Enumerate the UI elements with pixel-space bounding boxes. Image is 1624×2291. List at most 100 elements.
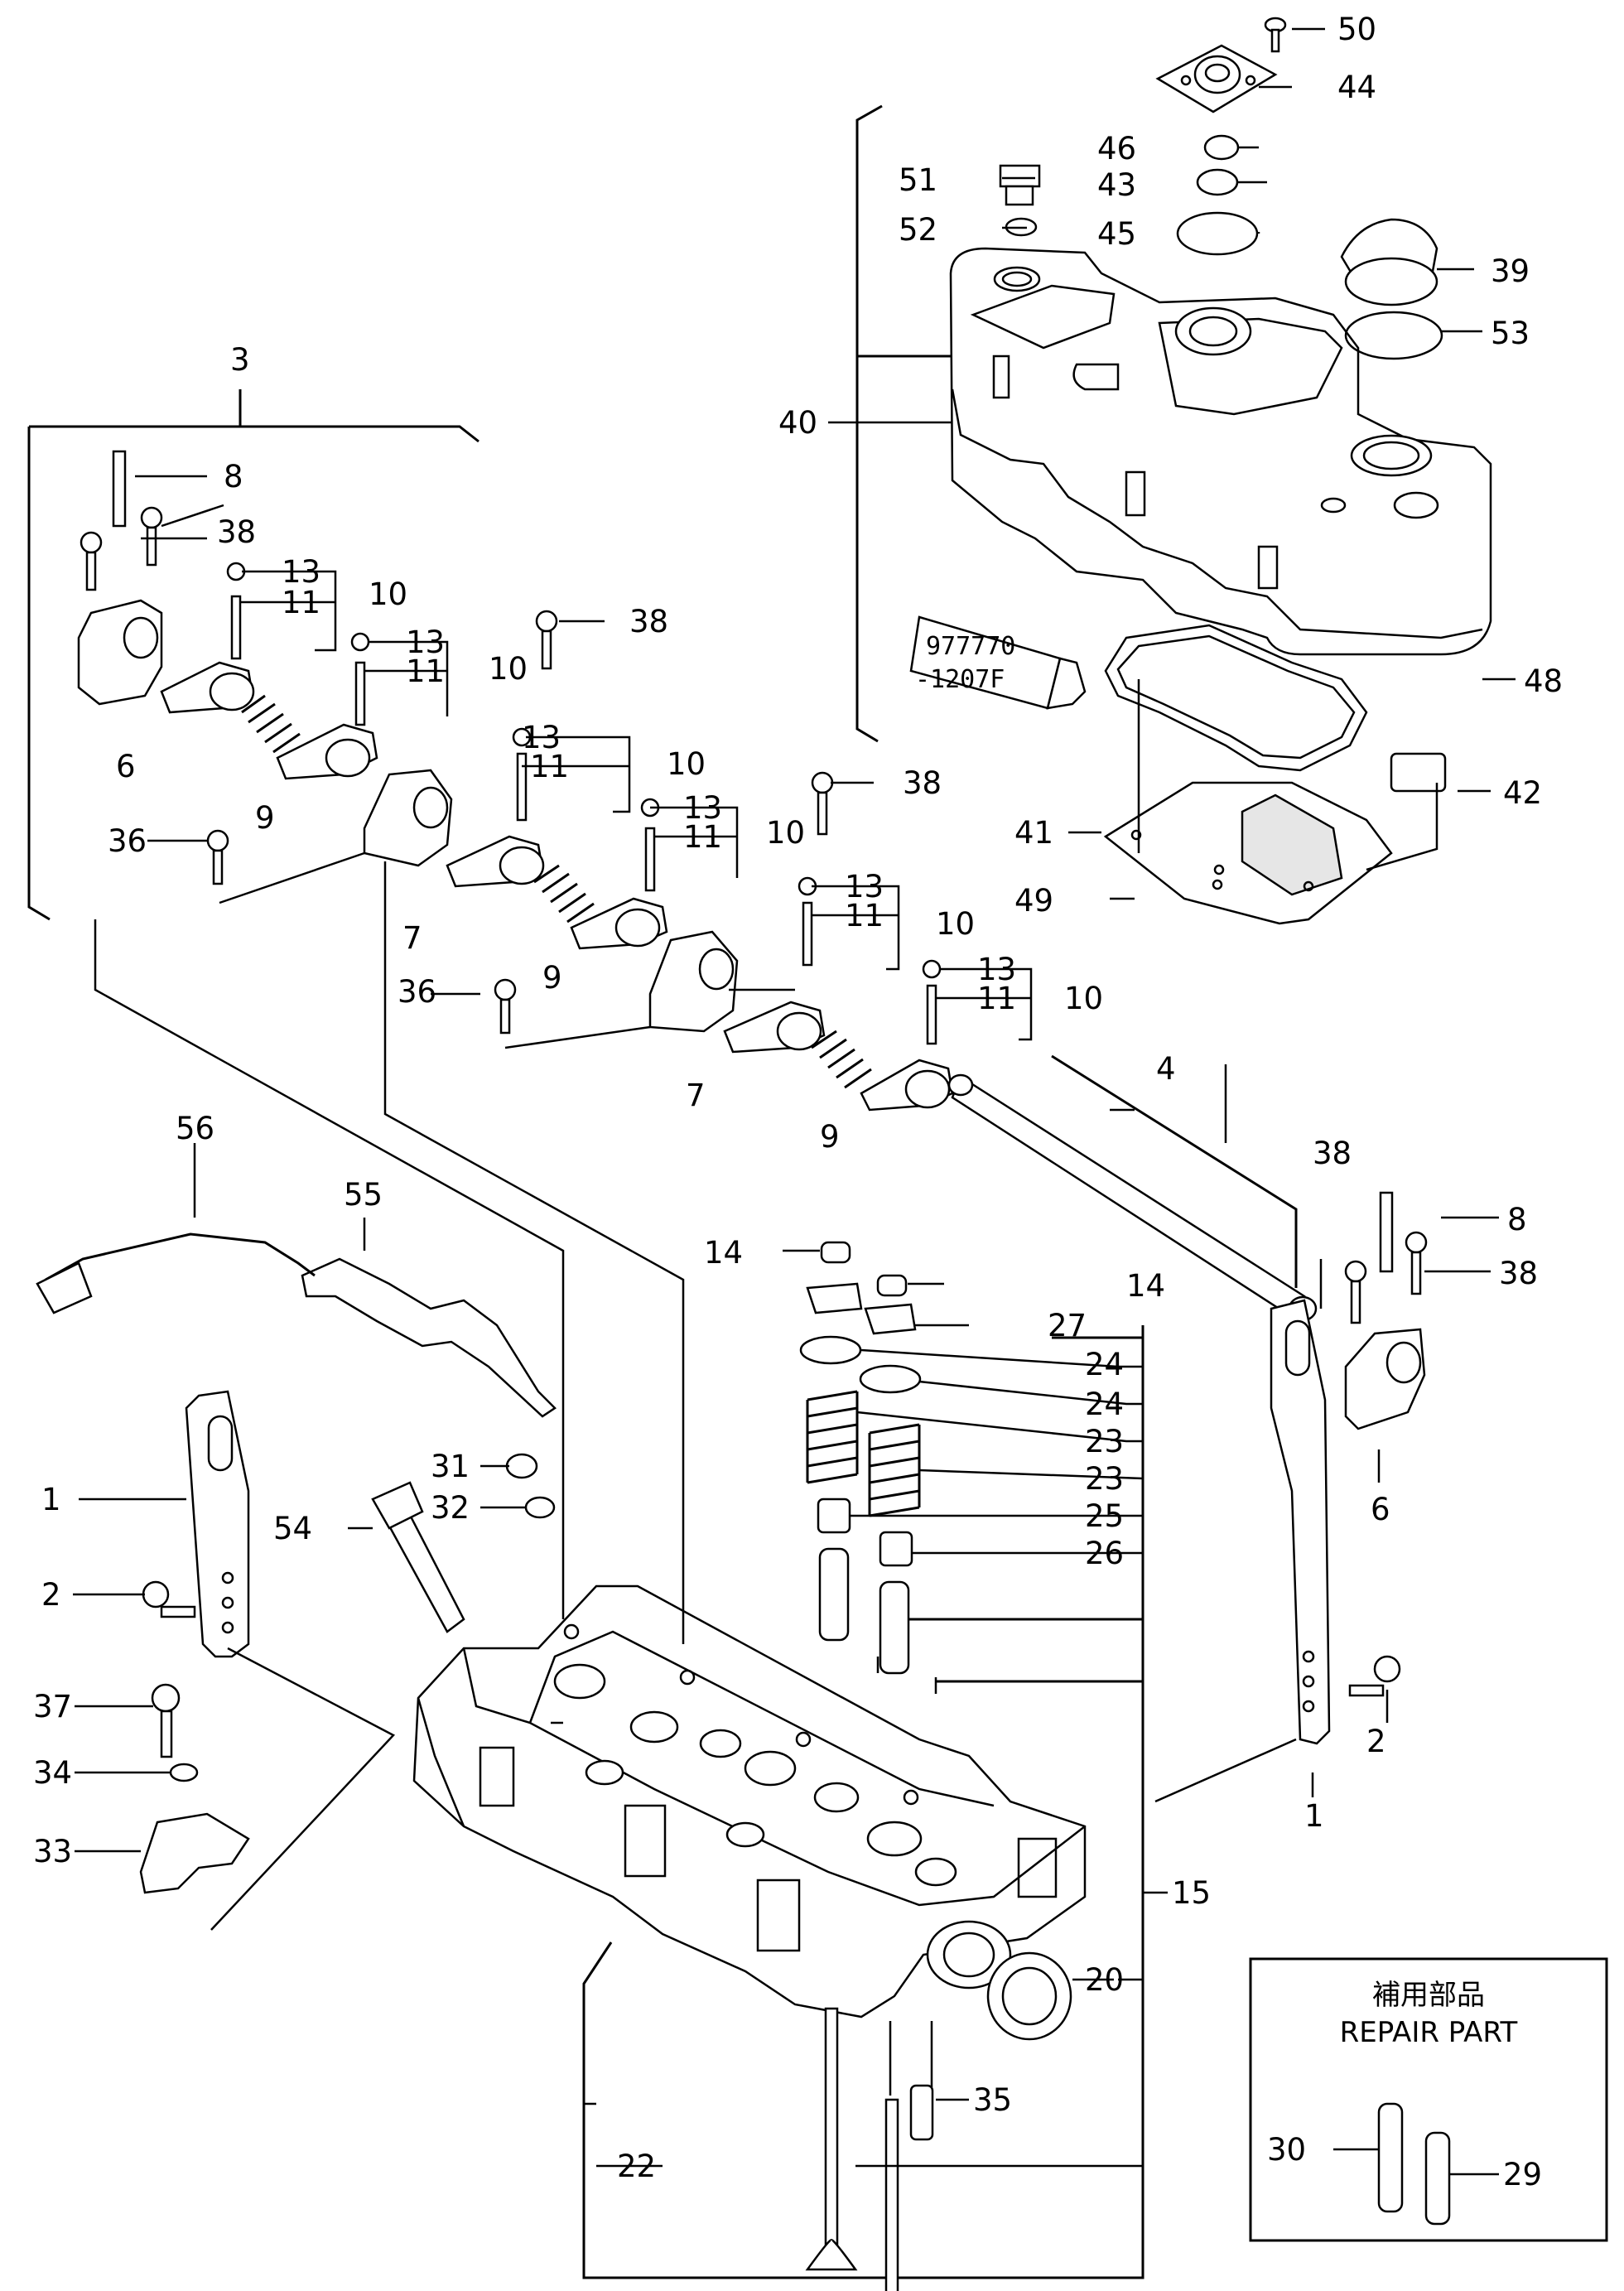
pad-42 bbox=[1390, 752, 1447, 793]
ring-43 bbox=[1196, 168, 1239, 196]
callout-40: 40 bbox=[778, 405, 817, 441]
lead-wire-56 bbox=[36, 1232, 316, 1314]
lifting-eye-1-left bbox=[185, 1390, 250, 1658]
callout-13e: 13 bbox=[845, 869, 884, 904]
shaft-4-bracket bbox=[1051, 1054, 1298, 1288]
rocker-arm-10d bbox=[570, 798, 668, 950]
callout-14b: 14 bbox=[1126, 1268, 1165, 1304]
nozzle-seat-31 bbox=[505, 1453, 538, 1479]
baffle-plate-41 bbox=[1103, 781, 1393, 925]
callout-9a: 9 bbox=[255, 800, 275, 836]
callout-54: 54 bbox=[273, 1511, 312, 1546]
breather-cover-44 bbox=[1155, 44, 1278, 113]
callout-6a: 6 bbox=[116, 749, 136, 784]
callout-42: 42 bbox=[1503, 775, 1542, 811]
callout-10e: 10 bbox=[936, 906, 975, 942]
rocker-support-7b bbox=[648, 771, 834, 1033]
callout-9c: 9 bbox=[820, 1119, 840, 1155]
callout-24a: 24 bbox=[1085, 1347, 1124, 1382]
rocker-arm-10f bbox=[860, 959, 954, 1112]
rocker-spring-9c bbox=[811, 1030, 872, 1089]
bolt-2-right bbox=[1348, 1655, 1401, 1697]
callout-2a: 2 bbox=[41, 1577, 61, 1613]
callout-11f: 11 bbox=[977, 981, 1016, 1016]
repair-title-en: REPAIR PART bbox=[1340, 2016, 1518, 2049]
callout-43: 43 bbox=[1097, 167, 1136, 203]
group-40-bracket bbox=[855, 104, 952, 743]
callout-25: 25 bbox=[1085, 1498, 1124, 1534]
rocker-arm-10a bbox=[160, 562, 255, 714]
retainer-24b bbox=[859, 1364, 922, 1394]
valve-guide-b bbox=[879, 1580, 910, 1675]
cotter-27a bbox=[806, 1282, 863, 1314]
o-ring-53 bbox=[1344, 311, 1443, 360]
callout-30: 30 bbox=[1267, 2132, 1306, 2168]
rocker-spring-9b bbox=[533, 864, 595, 924]
callout-7a: 7 bbox=[402, 920, 422, 956]
callout-9b: 9 bbox=[542, 960, 562, 996]
callout-33: 33 bbox=[33, 1834, 72, 1869]
callout-31: 31 bbox=[431, 1449, 470, 1484]
callout-52: 52 bbox=[899, 212, 937, 248]
cap-14a bbox=[820, 1241, 851, 1264]
clamp-33 bbox=[139, 1812, 250, 1894]
repair-part-box: 補用部品 REPAIR PART bbox=[1249, 1957, 1608, 2242]
bolt-38-right-b bbox=[1405, 1231, 1428, 1295]
cylinder-head bbox=[412, 1584, 1087, 2018]
callout-23b: 23 bbox=[1085, 1461, 1124, 1497]
callout-14a: 14 bbox=[704, 1235, 743, 1271]
bolt-38-right-a bbox=[1344, 1260, 1367, 1324]
bolt-38-left-a bbox=[80, 531, 103, 591]
callout-38d: 38 bbox=[1313, 1136, 1352, 1171]
rocker-support-6-right bbox=[1344, 1191, 1426, 1430]
callout-20: 20 bbox=[1085, 1962, 1124, 1998]
callout-37: 37 bbox=[33, 1689, 72, 1724]
callout-36b: 36 bbox=[398, 974, 436, 1010]
valve-21 bbox=[884, 2098, 899, 2291]
group-3-bracket bbox=[27, 389, 479, 921]
rocker-support-7a bbox=[363, 610, 558, 867]
seal-25 bbox=[817, 1498, 851, 1534]
callout-23a: 23 bbox=[1085, 1424, 1124, 1459]
washer-34 bbox=[169, 1763, 199, 1782]
callout-13d: 13 bbox=[683, 790, 722, 826]
callout-36a: 36 bbox=[108, 823, 147, 859]
callout-1b: 1 bbox=[1304, 1798, 1324, 1834]
group-15-bracket bbox=[582, 1325, 1145, 2279]
callout-4: 4 bbox=[1156, 1051, 1176, 1087]
callout-46: 46 bbox=[1097, 131, 1136, 166]
tube-code-line1: 977770 bbox=[926, 632, 1015, 661]
callout-10a: 10 bbox=[369, 576, 407, 612]
seal-20 bbox=[986, 1951, 1072, 2041]
gasket-48 bbox=[1104, 624, 1368, 772]
callout-53: 53 bbox=[1491, 316, 1530, 351]
screw-50 bbox=[1264, 17, 1287, 53]
rocker-arm-10e bbox=[723, 876, 826, 1054]
callout-15: 15 bbox=[1172, 1875, 1211, 1911]
rocker-arm-10b bbox=[276, 632, 378, 780]
oil-cap-39 bbox=[1340, 218, 1438, 306]
callout-13f: 13 bbox=[977, 952, 1016, 987]
callout-8b: 8 bbox=[1507, 1202, 1527, 1237]
callout-27: 27 bbox=[1048, 1308, 1087, 1343]
callout-labels: 50 44 46 43 45 51 52 39 53 40 48 42 41 4… bbox=[33, 12, 1563, 2192]
diaphragm-45 bbox=[1176, 211, 1259, 256]
callout-6b: 6 bbox=[1371, 1492, 1390, 1527]
callout-11e: 11 bbox=[845, 898, 884, 933]
bolt-36a bbox=[206, 829, 229, 885]
callout-2b: 2 bbox=[1366, 1724, 1386, 1759]
callout-11d: 11 bbox=[683, 819, 722, 855]
callout-13b: 13 bbox=[406, 625, 445, 660]
valve-guide-30 bbox=[1377, 2102, 1404, 2213]
lifting-eye-1-right bbox=[1270, 1299, 1331, 1745]
callout-11a: 11 bbox=[282, 585, 320, 620]
cap-14b bbox=[876, 1274, 908, 1297]
callout-45: 45 bbox=[1097, 216, 1136, 252]
rocker-arm-10c bbox=[446, 727, 545, 888]
sealant-tube: 977770 -1207F bbox=[909, 615, 1087, 710]
callout-56: 56 bbox=[176, 1111, 214, 1146]
callout-1a: 1 bbox=[41, 1482, 61, 1517]
callout-55: 55 bbox=[344, 1177, 383, 1213]
callout-7b: 7 bbox=[686, 1078, 706, 1113]
